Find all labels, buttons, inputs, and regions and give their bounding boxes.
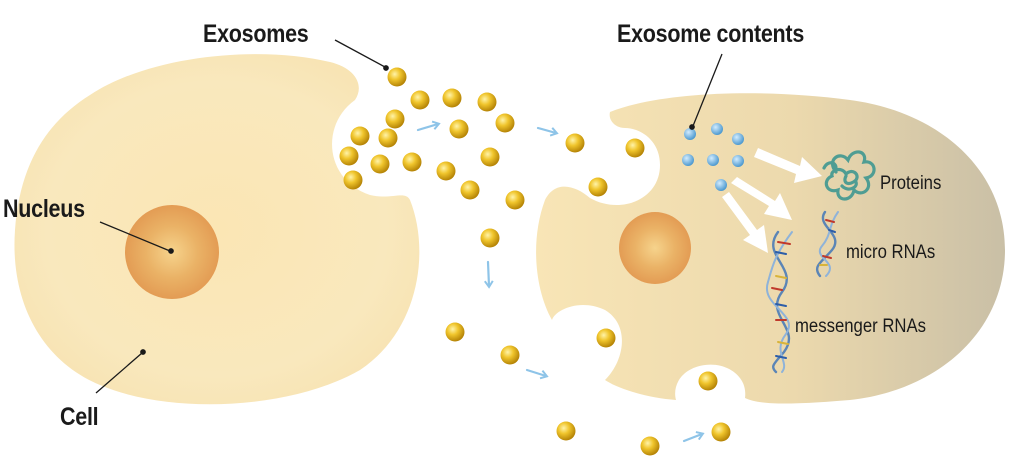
micro-rna-icon — [815, 210, 839, 278]
messenger-rnas-label: messenger RNAs — [795, 316, 927, 337]
right-cell — [536, 93, 1005, 404]
exosome-contents-label: Exosome contents — [617, 20, 805, 48]
exosome-contents-dots — [682, 123, 744, 191]
left-cell — [14, 54, 420, 405]
messenger-rna-icon — [765, 230, 793, 374]
cell-label: Cell — [60, 403, 99, 431]
exosome-particles — [339, 67, 731, 456]
nucleus-label: Nucleus — [3, 195, 85, 223]
exosomes-label: Exosomes — [203, 20, 309, 48]
protein-icon — [822, 150, 876, 201]
leader-lines — [95, 39, 723, 394]
proteins-label: Proteins — [880, 173, 942, 194]
content-arrows — [722, 148, 822, 253]
flow-arrows — [416, 120, 705, 443]
micro-rnas-label: micro RNAs — [846, 242, 936, 263]
right-nucleus — [619, 212, 691, 284]
